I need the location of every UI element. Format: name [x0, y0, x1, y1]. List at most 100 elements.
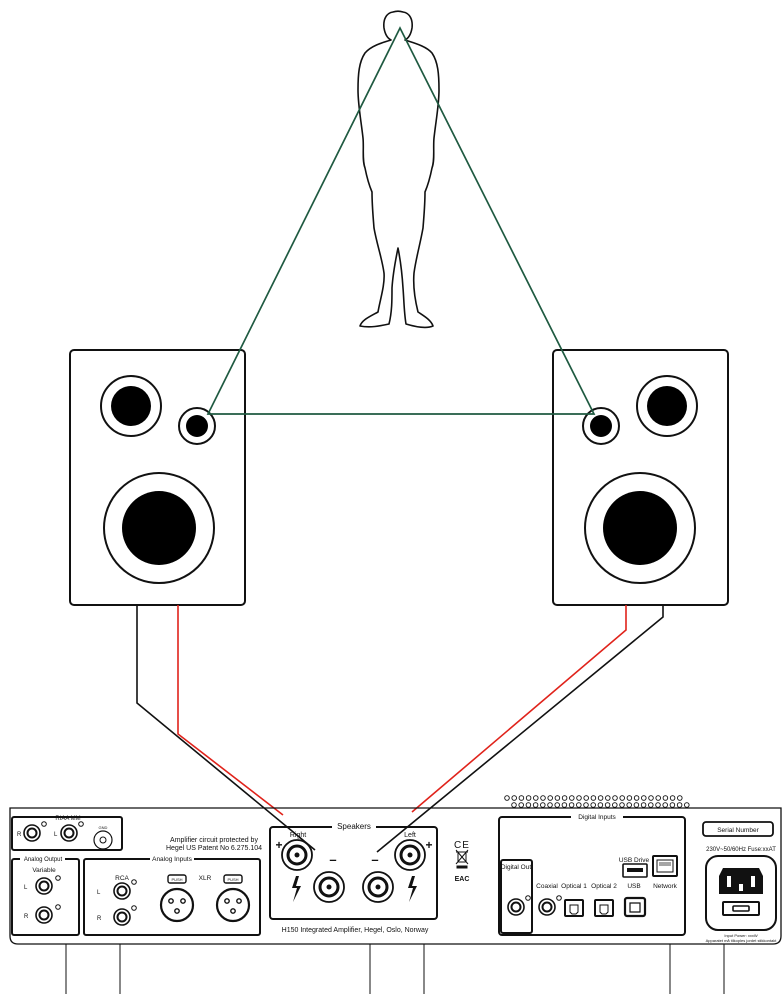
vent-hole — [547, 795, 553, 801]
analog-output-r-label: R — [24, 914, 29, 920]
ethernet-port-pins — [659, 862, 671, 866]
optical-port-shape — [569, 904, 579, 915]
vent-hole — [648, 802, 654, 808]
vent-hole — [626, 802, 632, 808]
ventilation-holes — [504, 795, 690, 808]
terminal-hole — [294, 852, 300, 858]
analog-inputs-title: Analog Inputs — [152, 856, 193, 863]
vent-hole — [626, 795, 633, 801]
vent-hole — [504, 795, 510, 801]
phono-block — [11, 816, 123, 851]
amplifier-rear-panel: RIAA MM R L GND Amplifier circuit protec… — [9, 795, 782, 994]
label-gap — [150, 855, 194, 862]
vent-hole — [554, 802, 560, 808]
ethernet-port-inner — [656, 859, 674, 873]
right-speaker-red-cable — [411, 605, 627, 813]
vent-hole — [547, 802, 553, 808]
digital-out-block — [500, 859, 533, 934]
vent-hole — [583, 802, 589, 808]
rca-l-label: L — [97, 890, 101, 896]
right-plus-sign: + — [275, 838, 282, 852]
tweeter-dome — [186, 415, 208, 437]
vent-hole — [590, 802, 596, 808]
serial-number-box — [702, 821, 774, 837]
analog-output-variable: Variable — [32, 867, 56, 874]
xlr-push-tab[interactable] — [167, 874, 187, 884]
network-label: Network — [653, 883, 678, 890]
screw-icon — [131, 905, 137, 911]
digital-out-jack-center — [510, 901, 522, 913]
left-speaker — [69, 349, 246, 606]
person-silhouette-icon — [357, 10, 440, 329]
phono-r-label: R — [17, 832, 22, 838]
fuse-slot — [732, 905, 750, 912]
left-speaker-black-cable — [136, 605, 316, 851]
vent-hole — [576, 795, 582, 801]
left-minus-sign: – — [371, 852, 378, 867]
coaxial-jack-center — [541, 901, 553, 913]
vent-hole — [518, 802, 524, 808]
xlr-push-tab[interactable] — [223, 874, 243, 884]
vent-hole — [684, 802, 690, 808]
rear-panel-body — [9, 807, 782, 945]
rca-in-l-jack-center — [116, 885, 128, 897]
optical2-label: Optical 2 — [591, 883, 617, 890]
variable-out-l-jack-center — [38, 880, 50, 892]
usb-a-tongue — [627, 868, 643, 872]
xlr-push-label: PUSH — [171, 877, 182, 882]
label-gap — [332, 822, 376, 830]
patent-line-1: Amplifier circuit protected by — [170, 837, 258, 844]
speakers-right-label: Right — [290, 832, 306, 839]
analog-output-l-label: L — [24, 885, 28, 891]
power-rating: 230V~50/60Hz Fuse:xxAT — [706, 847, 776, 853]
phono-gnd-label: GND — [99, 825, 108, 830]
vent-hole — [533, 795, 539, 801]
vent-hole — [561, 802, 568, 808]
xlr-pin — [224, 898, 230, 904]
phono-l-jack-center — [63, 827, 75, 839]
vent-hole — [540, 802, 546, 808]
xlr-in-r-connector[interactable] — [215, 887, 251, 923]
screw-icon — [556, 895, 562, 901]
iec-socket — [719, 868, 763, 894]
model-line: H150 Integrated Amplifier, Hegel, Oslo, … — [282, 927, 429, 934]
vent-hole — [568, 802, 575, 808]
vent-hole — [633, 795, 640, 801]
right-speaker — [552, 349, 729, 606]
rca-r-label: R — [97, 916, 102, 922]
screw-icon — [131, 879, 137, 885]
vent-hole — [676, 802, 683, 808]
coaxial-label: Coaxial — [536, 883, 558, 890]
screw-icon — [525, 895, 531, 901]
iec-pin — [739, 884, 743, 891]
left-speaker-red-cable — [177, 605, 284, 816]
vent-hole — [540, 795, 546, 801]
vent-hole — [662, 802, 668, 808]
terminal-hole — [407, 852, 413, 858]
main-woofer-cone — [122, 491, 196, 565]
phono-l-label: L — [54, 832, 58, 838]
usb-drive-label: USB Drive — [619, 857, 650, 864]
xlr-pin — [236, 898, 242, 904]
terminal-hole — [326, 884, 332, 890]
xlr-push-label: PUSH — [227, 877, 238, 882]
digital-inputs-title: Digital Inputs — [578, 814, 616, 821]
vent-hole — [641, 795, 647, 801]
xlr-in-l-connector[interactable] — [159, 887, 195, 923]
vent-hole — [561, 795, 568, 801]
vent-hole — [554, 795, 561, 801]
tweeter-dome — [590, 415, 612, 437]
xlr-pin — [168, 898, 174, 904]
vent-hole — [669, 802, 676, 808]
speakers-title: Speakers — [337, 822, 371, 831]
vent-hole — [511, 795, 517, 801]
serial-number-label: Serial Number — [717, 827, 759, 834]
screw-icon — [78, 821, 84, 827]
vent-hole — [590, 795, 597, 801]
vent-hole — [677, 795, 683, 801]
upper-woofer-cone — [111, 386, 151, 426]
vent-hole — [583, 795, 589, 801]
xlr-label: XLR — [199, 875, 212, 882]
right-speaker-black-cable — [376, 605, 664, 853]
